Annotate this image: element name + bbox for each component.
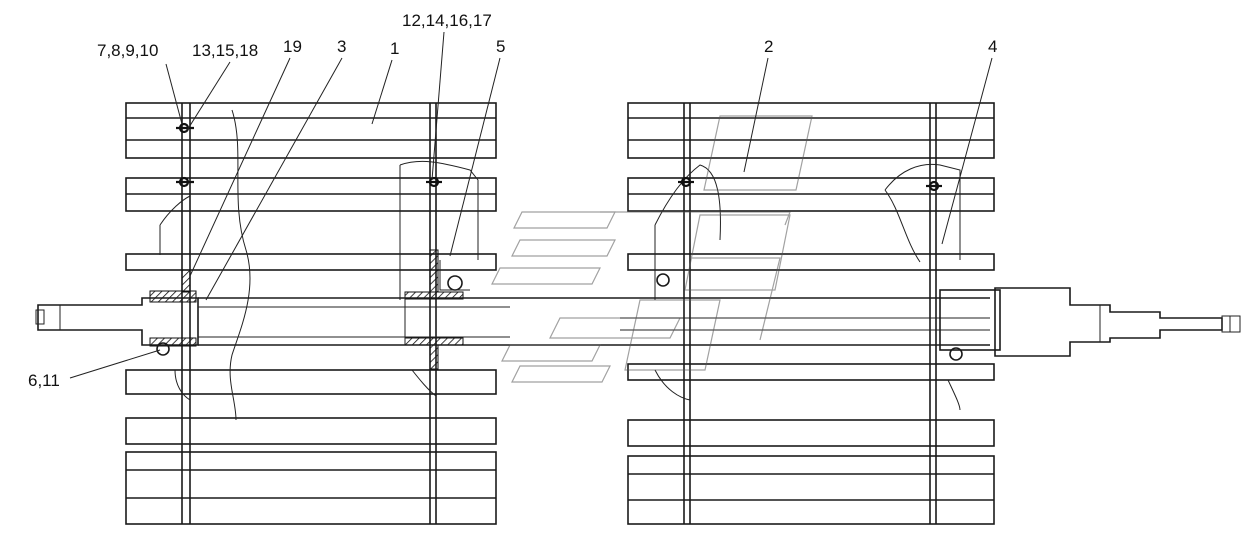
left-roller — [125, 102, 497, 525]
label-13-15-18: 13,15,18 — [192, 41, 258, 60]
leader-7 — [165, 63, 183, 125]
left-roller-hatched-hubs — [149, 249, 464, 370]
leader-12 — [431, 31, 445, 181]
label-7-8-9-10: 7,8,9,10 — [97, 41, 158, 60]
right-roller-cutaway — [654, 163, 961, 411]
right-roller-clamps — [656, 176, 963, 361]
leader-5 — [449, 57, 501, 257]
leader-13 — [185, 61, 231, 133]
leader-19 — [189, 57, 291, 277]
label-3: 3 — [337, 37, 346, 56]
leader-4 — [941, 57, 993, 245]
leader-1 — [371, 59, 393, 125]
leader-lines — [69, 31, 993, 379]
label-6-11: 6,11 — [28, 371, 60, 390]
callout-labels: 7,8,9,10 13,15,18 19 3 1 12,14,16,17 5 2… — [28, 11, 997, 390]
right-roller-discs — [683, 103, 937, 524]
leader-3 — [205, 57, 343, 301]
label-1: 1 — [390, 39, 399, 58]
watermark-logo — [491, 115, 813, 383]
left-roller-discs — [181, 103, 437, 524]
label-19: 19 — [283, 37, 302, 56]
label-4: 4 — [988, 37, 997, 56]
left-roller-slats — [125, 102, 497, 525]
shaft — [35, 287, 1241, 357]
leader-2 — [743, 57, 769, 173]
left-roller-cutaway — [159, 109, 479, 421]
leader-6 — [69, 349, 161, 379]
right-roller — [627, 102, 995, 525]
label-5: 5 — [496, 37, 505, 56]
right-roller-slats — [627, 102, 995, 525]
label-2: 2 — [764, 37, 773, 56]
label-12-14-16-17: 12,14,16,17 — [402, 11, 492, 30]
